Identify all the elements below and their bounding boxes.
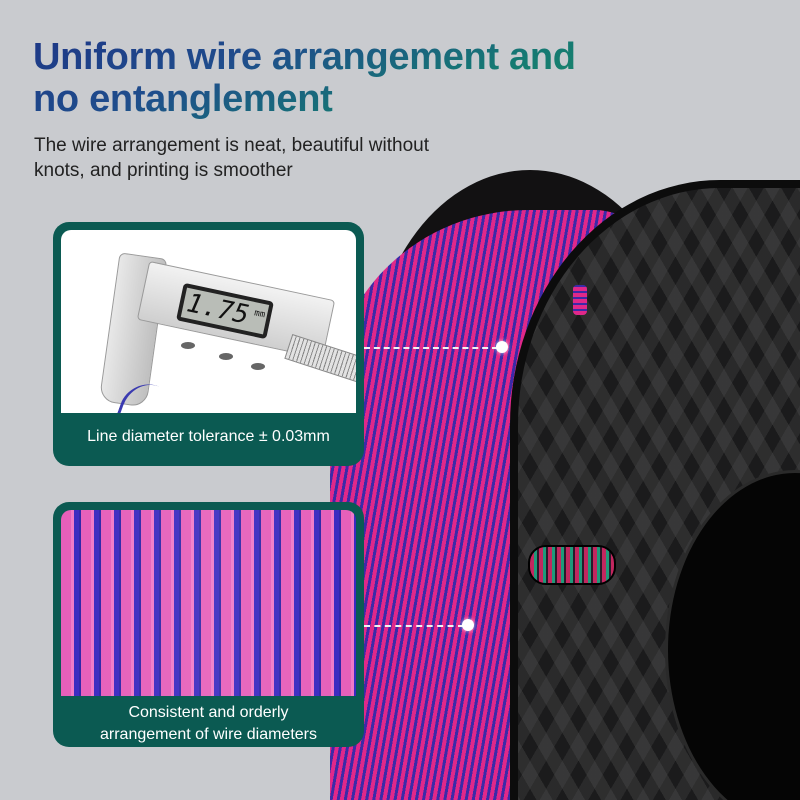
callout-line-1 bbox=[364, 347, 498, 349]
subtitle-line-1: The wire arrangement is neat, beautiful … bbox=[34, 135, 429, 156]
callout-dot-2 bbox=[462, 619, 474, 631]
caliper-scale bbox=[284, 333, 356, 389]
tolerance-caption: Line diameter tolerance ± 0.03mm bbox=[87, 428, 330, 445]
spool-window-slot bbox=[528, 545, 616, 585]
caliper-button-zero bbox=[251, 363, 265, 370]
filament-closeup-image bbox=[61, 510, 356, 696]
caliper-button-on-off bbox=[219, 353, 233, 360]
callout-line-2 bbox=[364, 625, 464, 627]
caliper-button-inch-mm bbox=[181, 342, 195, 349]
caliper-image: 1.75 mm bbox=[61, 230, 356, 413]
title-line-2: no entanglement bbox=[33, 78, 333, 120]
subtitle: The wire arrangement is neat, beautiful … bbox=[34, 133, 534, 183]
arrangement-caption-line-2: arrangement of wire diameters bbox=[100, 726, 317, 743]
title-line-1: Uniform wire arrangement and bbox=[33, 36, 576, 78]
tolerance-panel: 1.75 mm Line diameter tolerance ± 0.03mm bbox=[53, 222, 364, 466]
arrangement-caption: Consistent and orderly arrangement of wi… bbox=[61, 696, 356, 746]
filament-spool-image bbox=[330, 170, 800, 800]
callout-dot-1 bbox=[496, 341, 508, 353]
subtitle-line-2: knots, and printing is smoother bbox=[34, 160, 293, 181]
lcd-unit: mm bbox=[253, 308, 266, 321]
page-title: Uniform wire arrangement and no entangle… bbox=[33, 36, 593, 120]
spool-clip-slot bbox=[573, 285, 587, 315]
arrangement-caption-line-1: Consistent and orderly bbox=[128, 704, 289, 721]
arrangement-panel: Consistent and orderly arrangement of wi… bbox=[53, 502, 364, 747]
